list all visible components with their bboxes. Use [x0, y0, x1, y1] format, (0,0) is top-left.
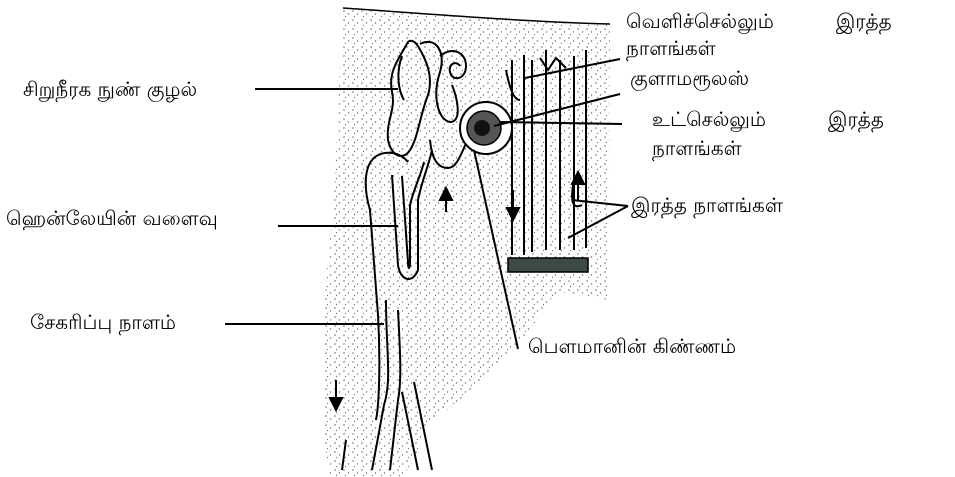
glomerulus — [460, 102, 512, 154]
label-efferent-vessels-line2: நாளங்கள் — [626, 33, 716, 63]
label-afferent-word2: இரத்த — [828, 107, 884, 131]
label-afferent-vessels-line1: உட்செல்லும் இரத்த — [652, 104, 884, 134]
label-efferent-word1: வெளிச்செல்லும் — [626, 9, 774, 33]
label-collecting-duct: சேகரிப்பு நாளம் — [30, 307, 176, 337]
label-blood-vessels: இரத்த நாளங்கள் — [631, 190, 783, 220]
vessel-base-block — [508, 258, 588, 272]
kidney-tissue-region — [323, 8, 610, 477]
label-proximal-tubule: சிறுநீரக நுண் குழல் — [23, 74, 197, 104]
label-bowmans-capsule: பௌமானின் கிண்ணம் — [528, 331, 736, 361]
label-afferent-vessels-line2: நாளங்கள் — [652, 133, 742, 163]
label-glomerulus: குளாமரூலஸ் — [630, 63, 749, 93]
label-efferent-vessels-line1: வெளிச்செல்லும் இரத்த — [626, 6, 892, 36]
label-afferent-word1: உட்செல்லும் — [652, 107, 766, 131]
label-loop-of-henle: ஹென்லேயின் வளைவு — [6, 203, 218, 233]
label-efferent-word2: இரத்த — [836, 9, 892, 33]
